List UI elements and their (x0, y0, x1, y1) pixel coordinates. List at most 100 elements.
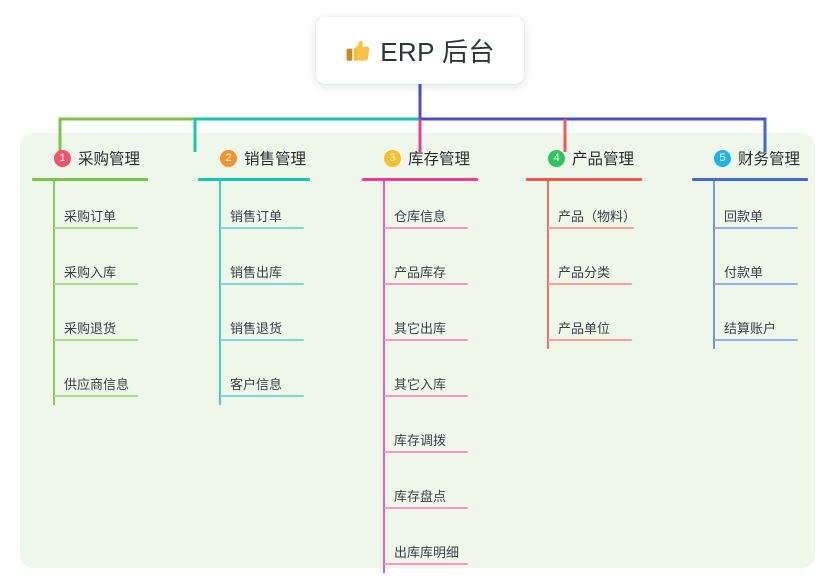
diagram-panel-background (20, 133, 815, 568)
list-item-rule (54, 395, 138, 397)
list-item-rule (384, 507, 468, 509)
list-item[interactable]: 采购退货 (32, 293, 148, 349)
list-item[interactable]: 客户信息 (198, 349, 310, 405)
column-header-rule (692, 178, 808, 181)
column-index-badge: 4 (548, 149, 565, 167)
column-index-badge: 2 (220, 149, 237, 167)
list-item[interactable]: 销售订单 (198, 181, 310, 237)
list-item-label: 出库库明细 (394, 545, 460, 560)
list-item-label: 客户信息 (230, 377, 283, 392)
list-item-rule (714, 227, 798, 229)
root-node-title: ERP 后台 (380, 37, 495, 67)
column-index-badge: 3 (384, 149, 401, 167)
column-header[interactable]: 1 采购管理 (32, 147, 148, 169)
column-spine (713, 181, 715, 349)
list-item[interactable]: 产品单位 (526, 293, 642, 349)
column-item-list: 产品（物料） 产品分类产品单位 (526, 181, 642, 349)
list-item-label: 结算账户 (724, 321, 777, 336)
column-header[interactable]: 5 财务管理 (692, 147, 808, 169)
column-spine (383, 181, 385, 573)
list-item-rule (54, 283, 138, 285)
list-item-rule (54, 339, 138, 341)
list-item-label: 其它入库 (394, 377, 447, 392)
column-采购管理: 1 采购管理采购订单采购入库采购退货供应商信息 (32, 147, 148, 405)
list-item-label: 仓库信息 (394, 209, 447, 224)
list-item[interactable]: 供应商信息 (32, 349, 148, 405)
column-header-rule (526, 178, 642, 181)
column-header[interactable]: 4 产品管理 (526, 147, 642, 169)
column-header-rule (362, 178, 478, 181)
list-item-label: 其它出库 (394, 321, 447, 336)
list-item-rule (220, 227, 304, 229)
column-index-badge: 5 (714, 149, 731, 167)
list-item-rule (384, 339, 468, 341)
list-item-label: 销售订单 (230, 209, 283, 224)
list-item-rule (714, 283, 798, 285)
list-item[interactable]: 库存盘点 (362, 461, 478, 517)
list-item-rule (384, 283, 468, 285)
list-item-label: 销售出库 (230, 265, 283, 280)
list-item-rule (220, 339, 304, 341)
list-item-label: 采购订单 (64, 209, 117, 224)
list-item[interactable]: 采购入库 (32, 237, 148, 293)
column-spine (547, 181, 549, 349)
column-title: 销售管理 (244, 151, 307, 168)
column-item-list: 回款单付款单结算账户 (692, 181, 808, 349)
column-库存管理: 3 库存管理仓库信息产品库存其它出库其它入库库存调拨库存盘点出库库明细 (362, 147, 478, 573)
root-node-content: ERP 后台 (345, 32, 495, 69)
list-item-rule (384, 395, 468, 397)
list-item-rule (220, 283, 304, 285)
root-node-card[interactable]: ERP 后台 (316, 17, 524, 84)
list-item[interactable]: 产品（物料） (526, 181, 642, 237)
list-item[interactable]: 回款单 (692, 181, 808, 237)
list-item-label: 库存调拨 (394, 433, 447, 448)
list-item-label: 采购退货 (64, 321, 117, 336)
list-item[interactable]: 采购订单 (32, 181, 148, 237)
column-title: 财务管理 (738, 151, 801, 168)
list-item[interactable]: 付款单 (692, 237, 808, 293)
list-item[interactable]: 出库库明细 (362, 517, 478, 573)
list-item-label: 供应商信息 (64, 377, 130, 392)
column-spine (53, 181, 55, 405)
list-item[interactable]: 销售退货 (198, 293, 310, 349)
list-item-rule (548, 227, 634, 229)
column-title: 采购管理 (78, 151, 141, 168)
column-财务管理: 5 财务管理回款单付款单结算账户 (692, 147, 808, 349)
list-item-label: 库存盘点 (394, 489, 447, 504)
column-title: 库存管理 (408, 151, 471, 168)
list-item[interactable]: 产品分类 (526, 237, 642, 293)
list-item-label: 销售退货 (230, 321, 283, 336)
list-item-label: 产品（物料） (558, 209, 637, 224)
list-item-label: 付款单 (724, 265, 764, 280)
list-item[interactable]: 仓库信息 (362, 181, 478, 237)
list-item-rule (54, 227, 138, 229)
column-产品管理: 4 产品管理产品（物料） 产品分类产品单位 (526, 147, 642, 349)
list-item-label: 产品分类 (558, 265, 611, 280)
list-item-rule (220, 395, 304, 397)
list-item[interactable]: 销售出库 (198, 237, 310, 293)
column-header-rule (198, 178, 310, 181)
column-item-list: 销售订单销售出库销售退货客户信息 (198, 181, 310, 405)
list-item-label: 采购入库 (64, 265, 117, 280)
list-item-rule (548, 283, 632, 285)
column-header[interactable]: 3 库存管理 (362, 147, 478, 169)
column-header-rule (32, 178, 148, 181)
list-item[interactable]: 产品库存 (362, 237, 478, 293)
column-销售管理: 2 销售管理销售订单销售出库销售退货客户信息 (198, 147, 310, 405)
column-spine (219, 181, 221, 405)
list-item[interactable]: 其它入库 (362, 349, 478, 405)
list-item-rule (548, 339, 632, 341)
column-index-badge: 1 (54, 149, 71, 167)
list-item-rule (384, 563, 468, 565)
column-item-list: 采购订单采购入库采购退货供应商信息 (32, 181, 148, 405)
list-item-rule (384, 451, 468, 453)
column-title: 产品管理 (572, 151, 635, 168)
list-item[interactable]: 结算账户 (692, 293, 808, 349)
column-header[interactable]: 2 销售管理 (198, 147, 310, 169)
list-item[interactable]: 库存调拨 (362, 405, 478, 461)
list-item-rule (714, 339, 798, 341)
list-item-label: 产品库存 (394, 265, 447, 280)
list-item[interactable]: 其它出库 (362, 293, 478, 349)
